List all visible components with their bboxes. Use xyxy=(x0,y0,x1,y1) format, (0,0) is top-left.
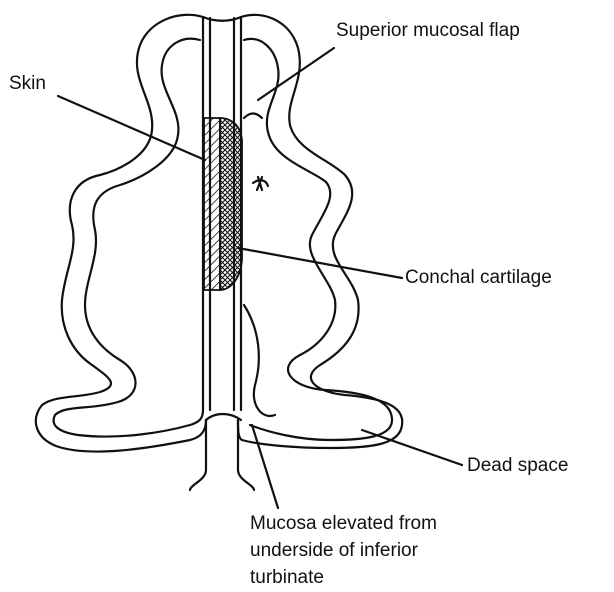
left-inner-wall xyxy=(54,39,203,437)
label-mucosa-elevated: Mucosa elevated from underside of inferi… xyxy=(250,510,550,591)
leader-dead-space xyxy=(362,430,462,465)
superior-flap-line xyxy=(244,114,262,119)
septum-top xyxy=(203,17,241,21)
conchal-cartilage xyxy=(220,118,242,290)
left-outer-wall xyxy=(36,15,206,452)
suture-mark xyxy=(253,177,268,190)
leader-skin xyxy=(58,96,205,160)
label-skin: Skin xyxy=(9,72,46,96)
label-mucosa-line-1: Mucosa elevated from xyxy=(250,510,550,537)
label-superior-mucosal-flap: Superior mucosal flap xyxy=(336,19,520,43)
leader-conchal xyxy=(238,248,402,278)
leader-mucosa xyxy=(252,425,278,508)
skin-graft xyxy=(204,118,220,290)
label-dead-space: Dead space xyxy=(467,454,568,478)
label-conchal-cartilage: Conchal cartilage xyxy=(405,266,552,290)
label-mucosa-line-3: turbinate xyxy=(250,564,550,591)
right-lower-stem xyxy=(238,420,254,490)
elevated-mucosa-line xyxy=(244,305,275,416)
right-inner-wall xyxy=(244,39,392,440)
right-outer-wall xyxy=(238,15,402,448)
leader-superior xyxy=(258,48,334,100)
septum-bottom xyxy=(206,414,241,420)
label-mucosa-line-2: underside of inferior xyxy=(250,537,550,564)
